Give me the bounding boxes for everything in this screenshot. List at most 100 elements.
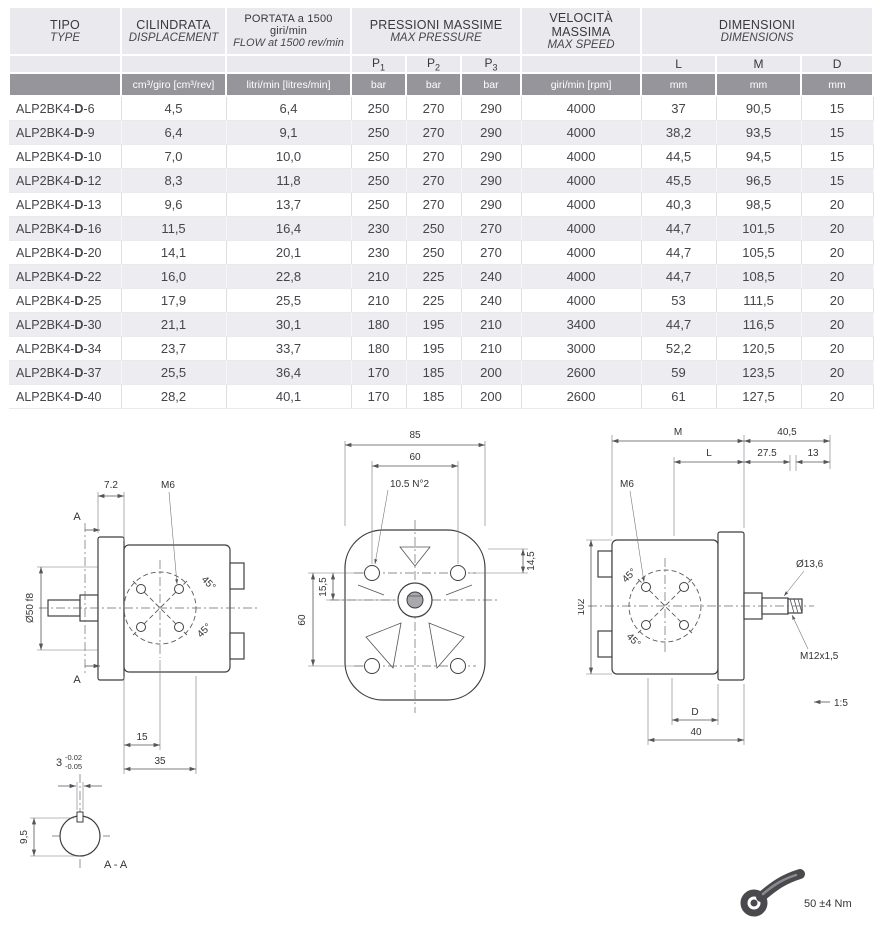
cell-d: 20 (801, 312, 874, 338)
cell-speed: 2600 (521, 384, 642, 410)
bolt-holes (136, 584, 184, 632)
cell-type: ALP2BK4-D-34 (9, 336, 122, 362)
cell-l: 38,2 (641, 120, 717, 146)
header-pressure: PRESSIONI MASSIME MAX PRESSURE (349, 6, 523, 56)
cell-d: 20 (801, 288, 874, 314)
cell-p2: 270 (406, 144, 462, 170)
pump-outline (597, 531, 803, 681)
cell-speed: 4000 (521, 144, 642, 170)
cell-flow: 22,8 (226, 264, 352, 290)
cell-disp: 11,5 (121, 216, 227, 242)
cell-p1: 210 (351, 288, 407, 314)
cell-flow: 10,0 (226, 144, 352, 170)
cell-flow: 13,7 (226, 192, 352, 218)
dim-label-60-left: 60 (297, 614, 308, 626)
cell-d: 15 (801, 120, 874, 146)
cell-speed: 3400 (521, 312, 642, 338)
cell-flow: 36,4 (226, 360, 352, 386)
dim-label-40: 40 (690, 727, 702, 738)
cell-d: 20 (801, 336, 874, 362)
cell-speed: 4000 (521, 216, 642, 242)
cell-speed: 3000 (521, 336, 642, 362)
cell-type: ALP2BK4-D-13 (9, 192, 122, 218)
header-dimensions: DIMENSIONI DIMENSIONS (640, 6, 875, 56)
dim-label-15: 15 (136, 732, 148, 743)
cell-l: 52,2 (641, 336, 717, 362)
cell-d: 20 (801, 240, 874, 266)
cell-p2: 270 (406, 96, 462, 122)
cell-disp: 14,1 (121, 240, 227, 266)
dim-label-L: L (706, 448, 712, 459)
cell-l: 61 (641, 384, 717, 410)
cell-p1: 230 (351, 216, 407, 242)
dim-label-shaft-dia: Ø50 f8 (25, 593, 36, 623)
cell-type: ALP2BK4-D-40 (9, 384, 122, 410)
thread-label-m6: M6 (620, 479, 634, 490)
cell-m: 101,5 (716, 216, 802, 242)
unit-speed: giri/min [rpm] (520, 72, 643, 98)
cell-disp: 7,0 (121, 144, 227, 170)
header-type: TIPO TYPE (8, 6, 122, 56)
cell-type: ALP2BK4-D-10 (9, 144, 122, 170)
tol-lower: -0.05 (65, 762, 82, 771)
dim-label-15-5: 15,5 (318, 577, 329, 597)
cell-p3: 210 (461, 336, 522, 362)
cell-p1: 230 (351, 240, 407, 266)
cell-type: ALP2BK4-D-22 (9, 264, 122, 290)
cell-type: ALP2BK4-D-25 (9, 288, 122, 314)
cell-flow: 40,1 (226, 384, 352, 410)
thread-label-m6: M6 (161, 480, 175, 491)
cell-disp: 16,0 (121, 264, 227, 290)
cell-m: 120,5 (716, 336, 802, 362)
cell-type: ALP2BK4-D-9 (9, 120, 122, 146)
center-bore (397, 582, 433, 618)
dim-label-13: 13 (807, 448, 819, 459)
cell-disp: 21,1 (121, 312, 227, 338)
cell-disp: 6,4 (121, 120, 227, 146)
cell-speed: 4000 (521, 192, 642, 218)
dim-label-102: 102 (578, 598, 587, 615)
cell-l: 53 (641, 288, 717, 314)
header-dim-d: D (800, 53, 875, 75)
cell-p2: 185 (406, 384, 462, 410)
cell-p1: 250 (351, 96, 407, 122)
cell-d: 20 (801, 264, 874, 290)
unit-mm-l: mm (640, 72, 718, 98)
cell-speed: 2600 (521, 360, 642, 386)
cell-m: 105,5 (716, 240, 802, 266)
unit-spacer (8, 72, 122, 98)
unit-displacement: cm³/giro [cm³/rev] (120, 72, 227, 98)
cell-p3: 290 (461, 120, 522, 146)
cell-m: 123,5 (716, 360, 802, 386)
cell-p2: 195 (406, 312, 462, 338)
cell-d: 20 (801, 360, 874, 386)
dim-label-9-5: 9,5 (19, 830, 30, 844)
cell-type: ALP2BK4-D-20 (9, 240, 122, 266)
cell-l: 45,5 (641, 168, 717, 194)
dim-label-60-top: 60 (409, 452, 421, 463)
cell-l: 40,3 (641, 192, 717, 218)
cell-d: 20 (801, 216, 874, 242)
cell-p1: 170 (351, 384, 407, 410)
cell-d: 20 (801, 384, 874, 410)
cell-flow: 25,5 (226, 288, 352, 314)
cell-type: ALP2BK4-D-37 (9, 360, 122, 386)
header-speed: VELOCITÀ MASSIMA MAX SPEED (520, 6, 643, 56)
cell-type: ALP2BK4-D-30 (9, 312, 122, 338)
cell-p1: 250 (351, 192, 407, 218)
cell-p3: 200 (461, 360, 522, 386)
torque-value: 50 ±4 Nm (804, 898, 852, 910)
cell-p1: 180 (351, 312, 407, 338)
cell-p2: 250 (406, 216, 462, 242)
dim-label-27-5: 27.5 (757, 448, 777, 459)
dim-label-35: 35 (154, 756, 166, 767)
cell-l: 44,7 (641, 264, 717, 290)
